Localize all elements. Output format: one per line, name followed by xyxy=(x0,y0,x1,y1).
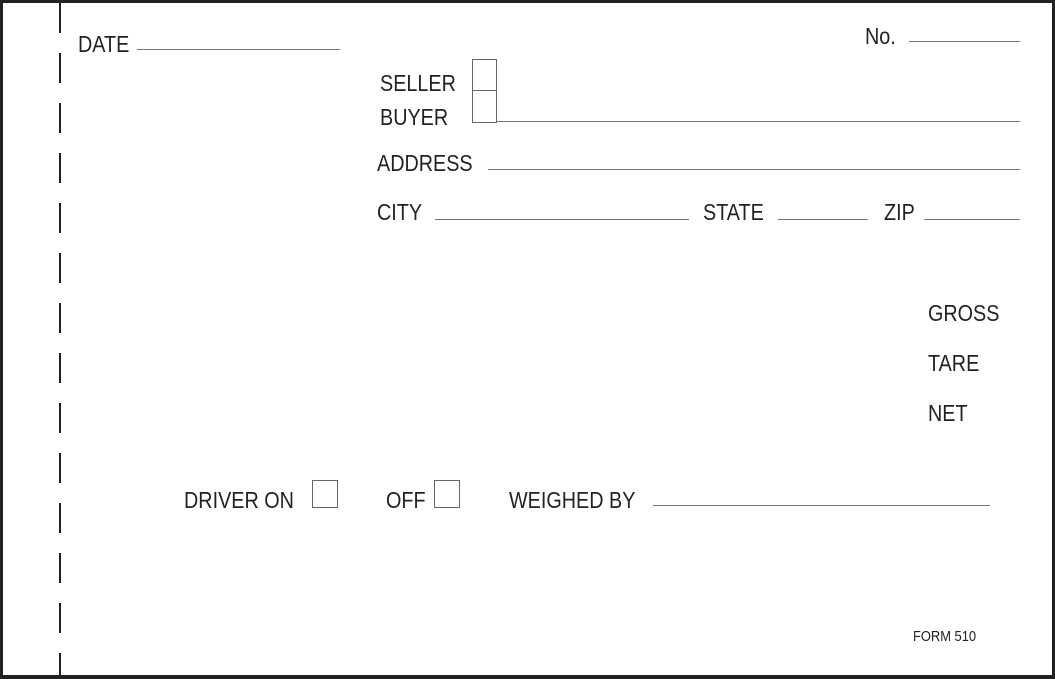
date-field[interactable] xyxy=(137,49,340,50)
address-label: ADDRESS xyxy=(377,150,473,176)
gross-label: GROSS xyxy=(928,300,1000,326)
weigh-ticket-form: DATE No. SELLER BUYER ADDRESS CITY STATE… xyxy=(3,3,1052,675)
name-field[interactable] xyxy=(496,121,1020,122)
weighed-by-field[interactable] xyxy=(653,505,990,506)
buyer-label: BUYER xyxy=(380,104,449,130)
date-label: DATE xyxy=(78,31,130,57)
city-label: CITY xyxy=(377,199,423,225)
state-field[interactable] xyxy=(778,219,868,220)
form-number: FORM 510 xyxy=(913,628,977,645)
driver-on-checkbox[interactable] xyxy=(312,480,338,508)
city-field[interactable] xyxy=(435,219,689,220)
zip-label: ZIP xyxy=(884,199,915,225)
number-label: No. xyxy=(865,23,896,49)
buyer-checkbox[interactable] xyxy=(472,90,497,123)
seller-label: SELLER xyxy=(380,70,456,96)
weighed-by-label: WEIGHED BY xyxy=(509,487,636,513)
number-field[interactable] xyxy=(909,41,1020,42)
off-label: OFF xyxy=(386,487,426,513)
tare-label: TARE xyxy=(928,350,980,376)
driver-off-checkbox[interactable] xyxy=(434,480,460,508)
net-label: NET xyxy=(928,400,968,426)
seller-checkbox[interactable] xyxy=(472,59,497,91)
address-field[interactable] xyxy=(488,169,1020,170)
state-label: STATE xyxy=(703,199,764,225)
zip-field[interactable] xyxy=(924,219,1020,220)
perforation-line xyxy=(59,3,61,675)
driver-on-label: DRIVER ON xyxy=(184,487,294,513)
